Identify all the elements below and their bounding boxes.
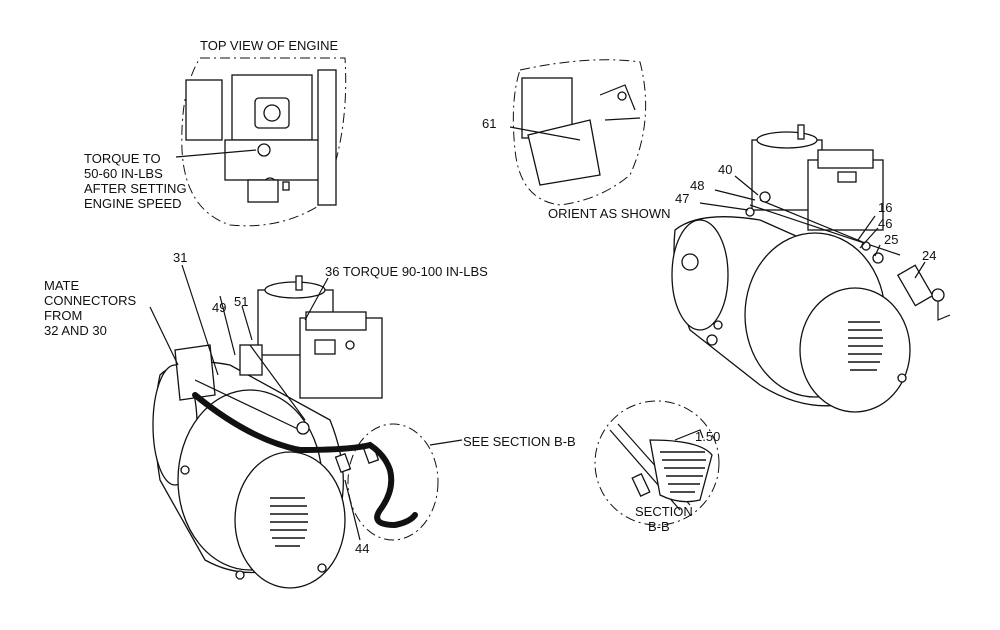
section-title-line-1: SECTION (635, 504, 693, 519)
orient-detail: 61 ORIENT AS SHOWN (482, 59, 671, 221)
callout-44: 44 (355, 541, 369, 556)
orient-note: ORIENT AS SHOWN (548, 206, 671, 221)
see-section-note: SEE SECTION B-B (463, 434, 576, 449)
torque-note-line-4: ENGINE SPEED (84, 196, 182, 211)
torque-note-line-2: 50-60 IN-LBS (84, 166, 163, 181)
callout-61: 61 (482, 116, 496, 131)
callout-48: 48 (690, 178, 704, 193)
torque-note: TORQUE TO 50-60 IN-LBS AFTER SETTING ENG… (84, 151, 187, 211)
callout-51: 51 (234, 294, 248, 309)
callout-36-torque: 36 TORQUE 90-100 IN-LBS (325, 264, 488, 279)
callout-49: 49 (212, 300, 226, 315)
callout-16: 16 (878, 200, 892, 215)
callout-47: 47 (675, 191, 689, 206)
mate-note-line-1: MATE (44, 278, 79, 293)
callout-31: 31 (173, 250, 187, 265)
section-b-b-detail: SEE SECTION B-B 1.50 SECTION B-B (347, 400, 720, 541)
callout-40: 40 (718, 162, 732, 177)
callout-25: 25 (884, 232, 898, 247)
left-engine-assembly: 31 49 51 36 TORQUE 90-100 IN-LBS 44 MATE… (44, 250, 488, 589)
section-title-line-2: B-B (648, 519, 670, 534)
callout-46: 46 (878, 216, 892, 231)
mate-connectors-note: MATE CONNECTORS FROM 32 AND 30 (44, 278, 137, 338)
torque-note-line-1: TORQUE TO (84, 151, 161, 166)
callout-24: 24 (922, 248, 936, 263)
top-view-title: TOP VIEW OF ENGINE (200, 38, 339, 53)
dimension-1-50: 1.50 (695, 429, 720, 444)
mate-note-line-3: FROM (44, 308, 82, 323)
right-engine-assembly: 40 48 47 16 46 25 24 (671, 124, 951, 413)
mate-note-line-2: CONNECTORS (44, 293, 137, 308)
mate-note-line-4: 32 AND 30 (44, 323, 107, 338)
torque-note-line-3: AFTER SETTING (84, 181, 187, 196)
top-view-detail: TOP VIEW OF ENGINE TORQUE TO 50-60 IN-LB… (84, 38, 347, 227)
